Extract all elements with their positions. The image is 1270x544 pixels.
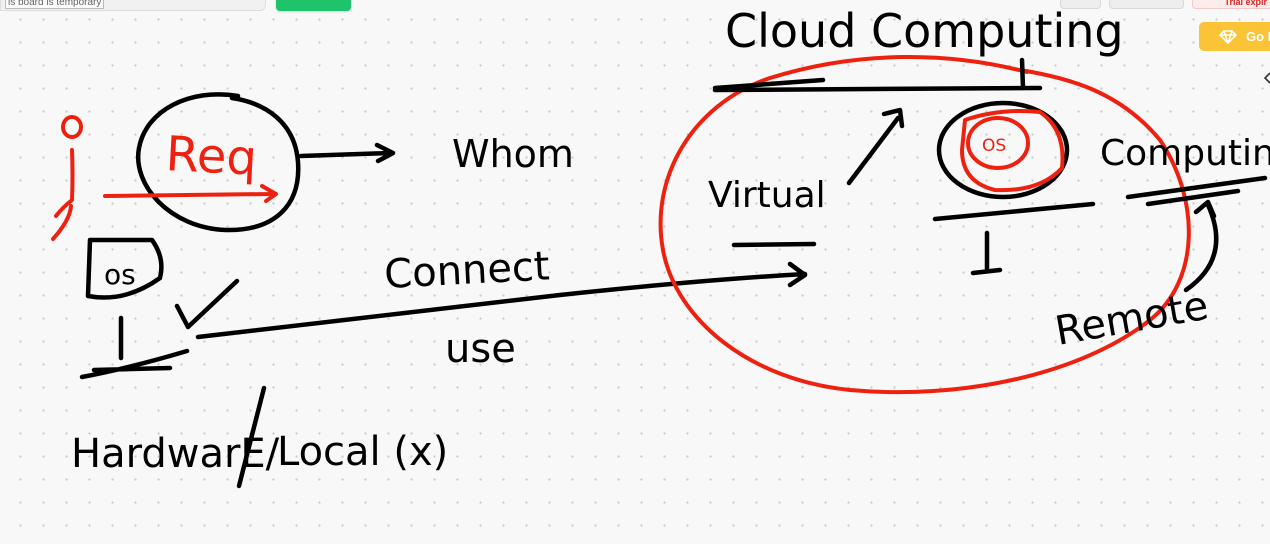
- temporary-board-notice[interactable]: is board is temporary: [0, 0, 266, 11]
- hardware-base: [79, 315, 190, 380]
- trial-expiry-badge[interactable]: Trial expir: [1192, 0, 1270, 9]
- cloud-computing-title: Cloud Computing: [725, 4, 1124, 58]
- toolbar-button-1[interactable]: [1060, 0, 1101, 9]
- cloud-ellipse: [658, 54, 1191, 395]
- virtual-underline: [731, 241, 817, 248]
- go-pro-label: Go P: [1246, 29, 1270, 44]
- req-label: Req: [164, 126, 258, 187]
- check-mark: [174, 278, 240, 330]
- remote-arrow: [1183, 199, 1219, 293]
- remote-label: Remote: [1052, 283, 1212, 355]
- diamond-icon: [1219, 29, 1237, 44]
- share-button[interactable]: [276, 0, 351, 11]
- computing-label: Computing: [1100, 133, 1270, 174]
- req-to-whom-arrow: [298, 142, 396, 164]
- connect-arrow: [195, 261, 808, 340]
- use-label: use: [445, 326, 516, 372]
- local-os-box: os: [85, 237, 164, 300]
- person-figure: [51, 115, 83, 241]
- os-ring-label: OS: [982, 136, 1006, 156]
- virtual-arrow: [846, 107, 905, 186]
- go-pro-button[interactable]: Go P: [1199, 22, 1270, 51]
- notice-text: is board is temporary: [5, 0, 105, 9]
- os-ring: OS: [936, 100, 1070, 200]
- req-bubble: Req: [103, 92, 301, 233]
- collapse-arrow-icon[interactable]: [1262, 70, 1270, 86]
- local-label: Local (x): [277, 429, 448, 475]
- os-base: [932, 201, 1096, 276]
- toolbar-button-2[interactable]: [1109, 0, 1184, 9]
- connect-label: Connect: [383, 243, 551, 298]
- top-toolbar: is board is temporary Trial expir: [0, 0, 1270, 12]
- slash-divider: [236, 385, 267, 489]
- os-small-label: os: [104, 258, 136, 291]
- computing-underline: [1125, 175, 1268, 207]
- virtual-label: Virtual: [708, 175, 826, 216]
- whom-label: Whom: [452, 132, 574, 176]
- title-underline: [712, 57, 1043, 93]
